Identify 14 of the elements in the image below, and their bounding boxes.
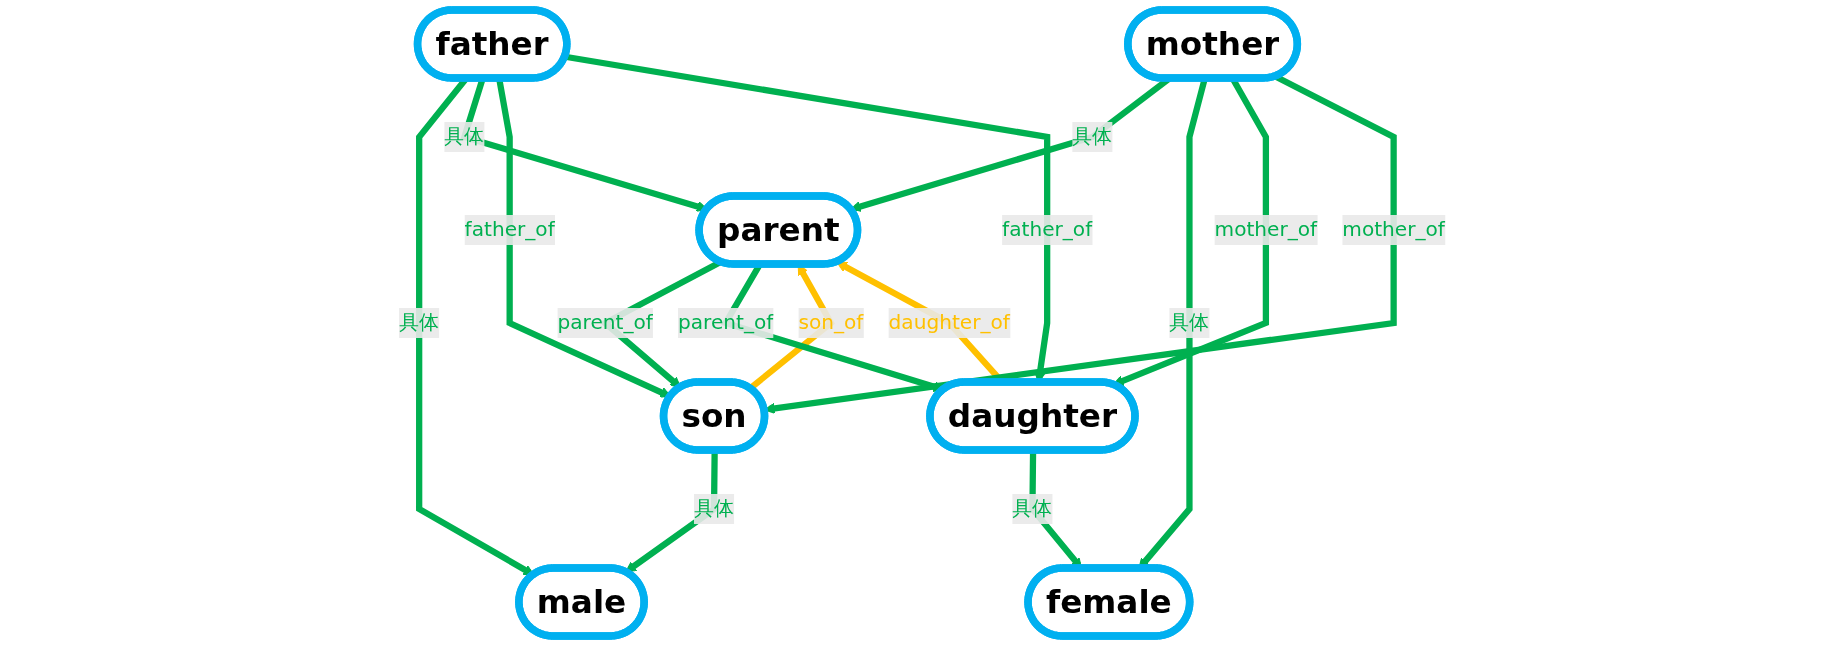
edge-label: 具体 xyxy=(1011,496,1053,521)
edge-label: mother_of xyxy=(1341,217,1445,242)
edge-label: father_of xyxy=(1001,217,1092,242)
edge-label: son_of xyxy=(797,310,863,335)
edge-label: 具体 xyxy=(693,496,734,521)
edge-label: 具体 xyxy=(1168,310,1210,335)
edge-label: parent_of xyxy=(677,310,773,335)
edge-label: father_of xyxy=(464,217,555,242)
edge-label: 具体 xyxy=(1071,124,1113,149)
edge-label: 具体 xyxy=(443,124,485,149)
edge-label: mother_of xyxy=(1214,217,1317,242)
edge-label: daughter_of xyxy=(888,310,1010,335)
edge-label: 具体 xyxy=(398,310,439,335)
edge-label: parent_of xyxy=(556,310,653,335)
